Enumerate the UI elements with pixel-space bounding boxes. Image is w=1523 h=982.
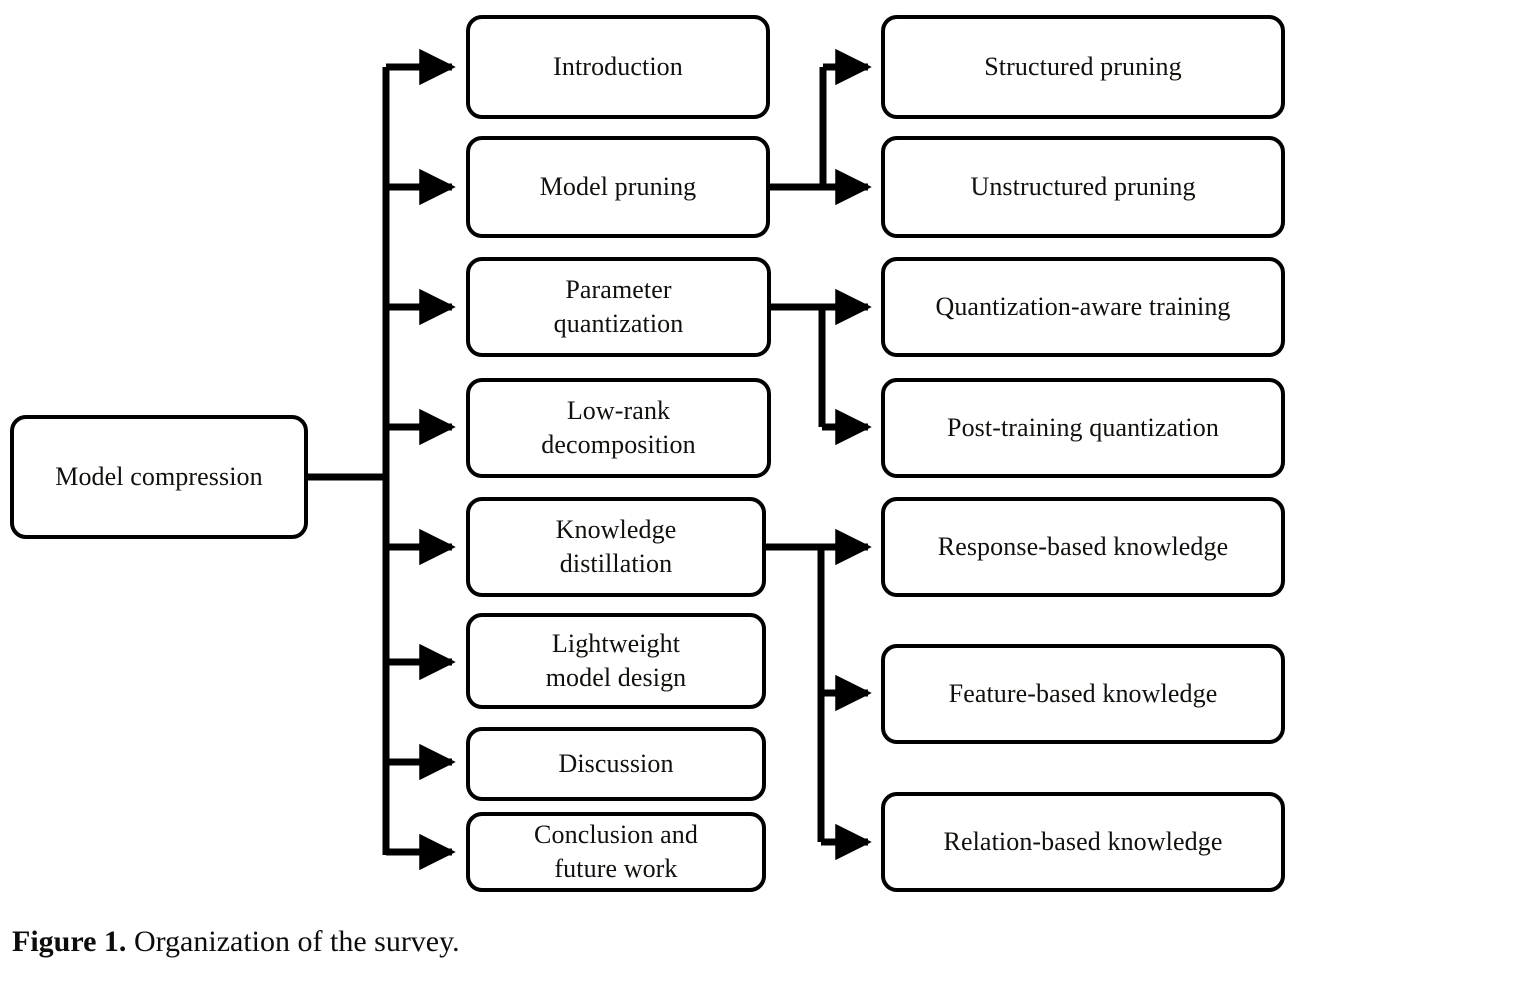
node-knowledge-distillation[interactable]: Knowledge distillation: [466, 497, 766, 597]
node-parameter-quantization-label: Parameter quantization: [553, 275, 684, 338]
node-unstructured-pruning-label: Unstructured pruning: [970, 172, 1196, 202]
figure-caption-label: Figure 1.: [12, 925, 127, 958]
node-introduction-label: Introduction: [553, 52, 683, 82]
node-post-training-quantization[interactable]: Post-training quantization: [881, 378, 1285, 478]
node-quantization-aware-training-label: Quantization-aware training: [935, 292, 1231, 322]
node-response-based-knowledge[interactable]: Response-based knowledge: [881, 497, 1285, 597]
node-response-based-knowledge-label: Response-based knowledge: [937, 532, 1229, 562]
node-post-training-quantization-label: Post-training quantization: [947, 413, 1219, 443]
node-knowledge-distillation-label: Knowledge distillation: [555, 515, 677, 578]
node-conclusion-and-future-work[interactable]: Conclusion and future work: [466, 812, 766, 892]
node-feature-based-knowledge-label: Feature-based knowledge: [948, 679, 1218, 709]
node-low-rank-decomposition[interactable]: Low-rank decomposition: [466, 378, 771, 478]
node-model-pruning-label: Model pruning: [539, 172, 697, 202]
node-model-pruning[interactable]: Model pruning: [466, 136, 770, 238]
node-quantization-aware-training[interactable]: Quantization-aware training: [881, 257, 1285, 357]
node-conclusion-and-future-work-label: Conclusion and future work: [534, 820, 698, 883]
node-model-compression-label: Model compression: [55, 462, 263, 492]
node-lightweight-model-design-label: Lightweight model design: [545, 629, 687, 692]
node-feature-based-knowledge[interactable]: Feature-based knowledge: [881, 644, 1285, 744]
node-relation-based-knowledge[interactable]: Relation-based knowledge: [881, 792, 1285, 892]
node-discussion[interactable]: Discussion: [466, 727, 766, 801]
node-introduction[interactable]: Introduction: [466, 15, 770, 119]
node-structured-pruning-label: Structured pruning: [984, 52, 1182, 82]
node-model-compression[interactable]: Model compression: [10, 415, 308, 539]
node-relation-based-knowledge-label: Relation-based knowledge: [943, 827, 1223, 857]
figure-caption: Figure 1. Organization of the survey.: [12, 925, 460, 959]
node-lightweight-model-design[interactable]: Lightweight model design: [466, 613, 766, 709]
node-parameter-quantization[interactable]: Parameter quantization: [466, 257, 771, 357]
node-unstructured-pruning[interactable]: Unstructured pruning: [881, 136, 1285, 238]
node-structured-pruning[interactable]: Structured pruning: [881, 15, 1285, 119]
figure-caption-text: Organization of the survey.: [126, 925, 460, 958]
node-discussion-label: Discussion: [558, 749, 674, 779]
node-low-rank-decomposition-label: Low-rank decomposition: [541, 396, 696, 459]
